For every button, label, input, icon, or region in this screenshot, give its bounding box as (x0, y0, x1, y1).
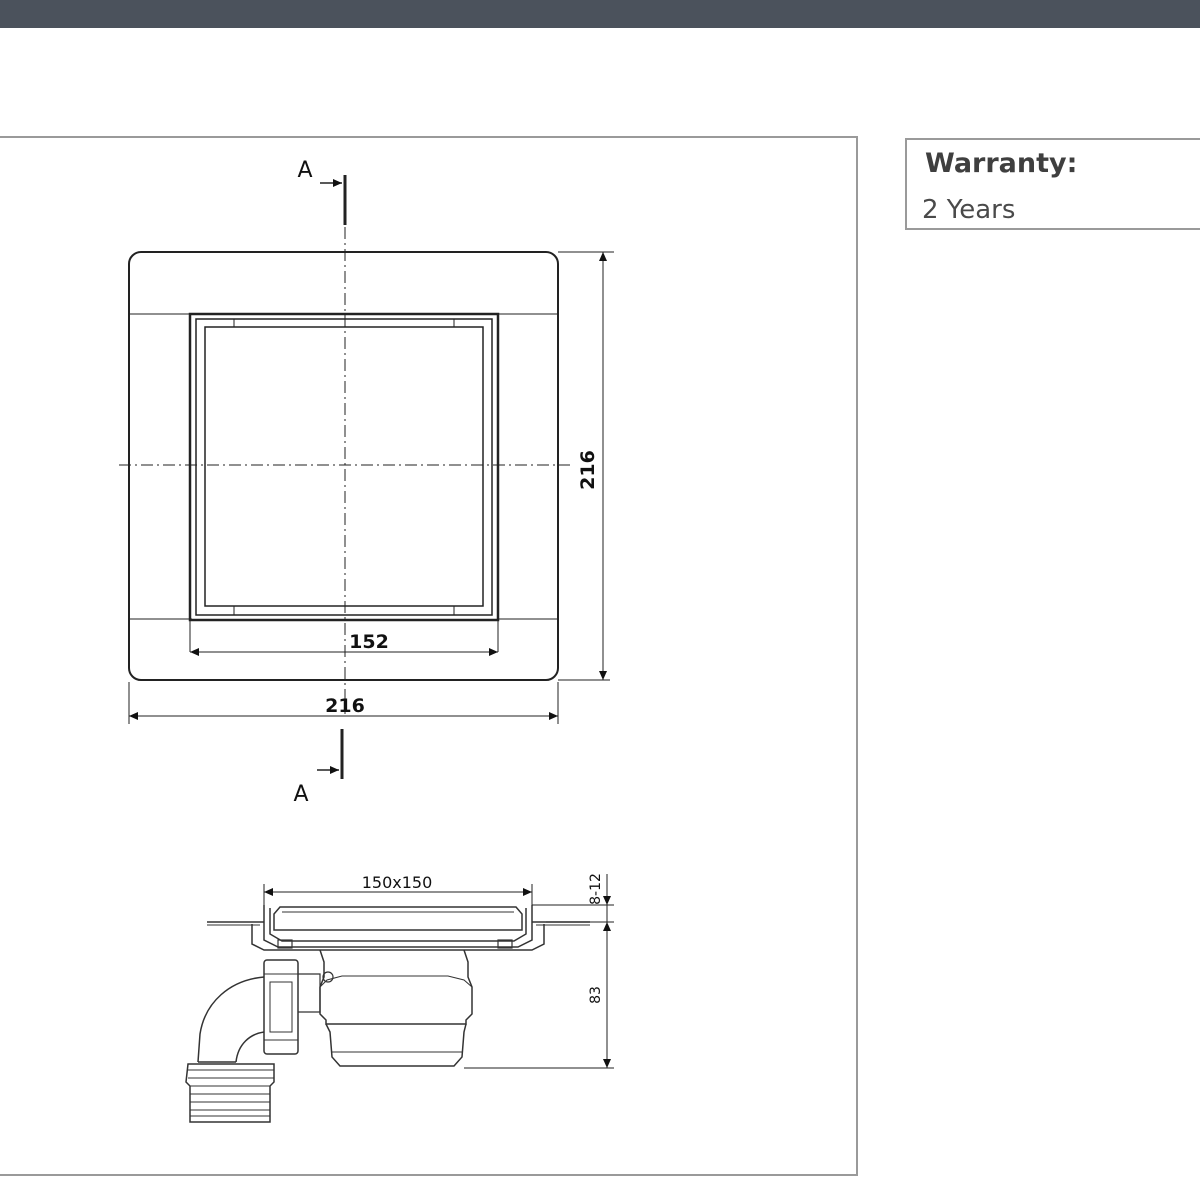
grate-tile (204, 326, 484, 607)
technical-drawing-panel: A A 152 216 216 (0, 136, 858, 1176)
body-height-label: 83 (588, 986, 604, 1004)
warranty-value: 2 Years (922, 195, 1016, 225)
section-marker-bottom: A (293, 782, 308, 807)
grate-height-label: 8-12 (588, 873, 604, 905)
outer-width-label: 216 (325, 695, 365, 717)
top-bar (0, 0, 1200, 28)
outer-frame (128, 251, 559, 681)
inner-width-label: 152 (349, 631, 389, 653)
warranty-label: Warranty: (925, 148, 1078, 179)
section-view (185, 905, 590, 1123)
grate-size-label: 150x150 (362, 873, 433, 892)
outer-height-label: 216 (577, 450, 599, 490)
technical-drawing: A A 152 216 216 (119, 158, 614, 1123)
warranty-box: Warranty: 2 Years (905, 138, 1200, 230)
inner-recess (188, 312, 500, 622)
plan-view (119, 175, 614, 779)
section-marker-top: A (297, 158, 312, 183)
